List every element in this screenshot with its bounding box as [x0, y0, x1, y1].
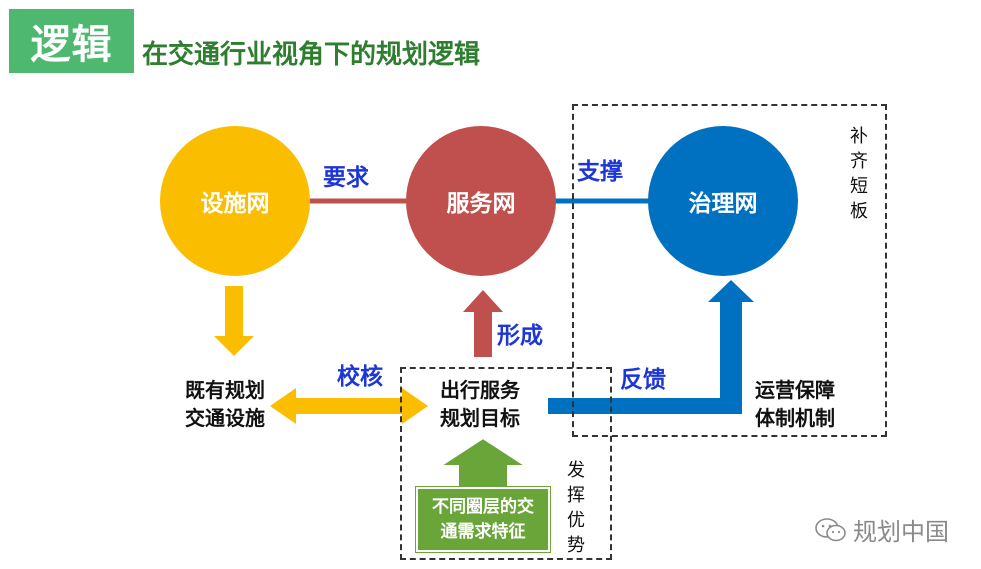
governance-network-node: 治理网: [648, 126, 798, 276]
ops-line-1: 运营保障: [755, 378, 835, 402]
travel-service-goal: 出行服务 规划目标: [440, 376, 520, 432]
page-title: 在交通行业视角下的规划逻辑: [142, 40, 481, 70]
goal-line-1: 出行服务: [440, 378, 520, 402]
verify-double-arrow: [270, 388, 428, 424]
wechat-icon: [815, 517, 846, 541]
require-label: 要求: [323, 165, 369, 191]
governance-dashed-box: [572, 104, 887, 437]
existing-plan-facilities: 既有规划 交通设施: [185, 376, 265, 432]
facility-down-arrow: [214, 286, 254, 356]
support-label: 支撑: [577, 159, 623, 185]
facility-network-node: 设施网: [160, 126, 310, 276]
goal-line-2: 规划目标: [440, 406, 520, 430]
feedback-arrow: [548, 280, 754, 414]
form-up-arrow: [463, 290, 503, 357]
verify-label: 校核: [337, 364, 383, 390]
operation-mechanism: 运营保障 体制机制: [755, 376, 835, 432]
existing-line-1: 既有规划: [185, 378, 265, 402]
goal-dashed-box: [400, 367, 612, 560]
service-network-node: 服务网: [406, 126, 556, 276]
form-label: 形成: [497, 323, 543, 349]
feedback-label: 反馈: [620, 367, 666, 393]
demand-characteristics-box: 不同圈层的交 通需求特征: [415, 486, 551, 553]
logic-badge: 逻辑: [9, 9, 134, 73]
watermark: 规划中国: [815, 512, 949, 547]
fill-gaps-note: 补齐短板: [850, 126, 868, 222]
demand-line-1: 不同圈层的交: [432, 496, 534, 517]
demand-up-arrow: [436, 436, 530, 488]
watermark-text: 规划中国: [853, 518, 949, 546]
leverage-note: 发挥优势: [567, 460, 585, 556]
ops-line-2: 体制机制: [755, 406, 835, 430]
existing-line-2: 交通设施: [185, 406, 265, 430]
demand-line-2: 通需求特征: [440, 521, 526, 542]
